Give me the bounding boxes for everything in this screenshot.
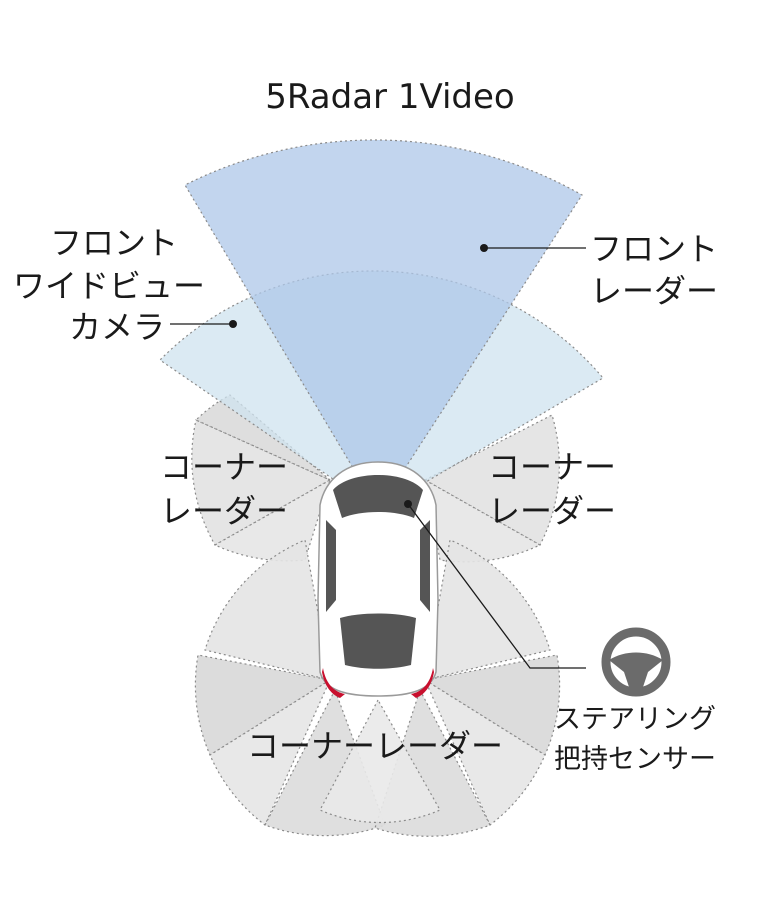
svg-text:フロント: フロント (590, 230, 718, 268)
corner-zone-rear-center (319, 698, 441, 824)
corner-zone-front-right (423, 414, 560, 546)
svg-text:フロント: フロント (50, 224, 178, 262)
label-front-radar: フロント レーダー (590, 230, 718, 310)
diagram-title: 5Radar 1Video (265, 77, 514, 117)
svg-text:レーダー: レーダー (488, 492, 616, 530)
corner-zone-rear-left-c (209, 678, 332, 826)
svg-text:ワイドビュー: ワイドビュー (13, 267, 205, 305)
leader-steering-sensor (407, 503, 586, 669)
car-left-windows (326, 520, 336, 612)
svg-text:レーダー: レーダー (160, 492, 288, 530)
corner-zone-rear-right-c (423, 678, 546, 826)
svg-text:カメラ: カメラ (69, 308, 165, 346)
car-tail-light-left (322, 668, 345, 698)
svg-text:レーダー: レーダー (590, 272, 718, 310)
label-front-camera: フロント ワイドビュー カメラ (13, 224, 205, 346)
label-corner-radar-rear: コーナーレーダー (247, 727, 503, 765)
steering-wheel-icon (601, 627, 671, 697)
svg-text:コーナー: コーナー (160, 448, 288, 486)
car-rear-window (340, 613, 416, 669)
car-tail-light-right (411, 668, 434, 698)
front-radar-sector (184, 139, 583, 512)
label-corner-radar-right: コーナー レーダー (488, 448, 616, 530)
corner-zone-front-left-side (213, 478, 332, 562)
car-windshield (333, 475, 423, 518)
corner-zone-front-left (191, 419, 332, 546)
svg-text:ステアリング: ステアリング (554, 704, 716, 735)
svg-text:把持センサー: 把持センサー (554, 744, 716, 775)
corner-zone-rear-right-b (423, 654, 561, 756)
car-right-windows (420, 520, 430, 612)
label-steering-sensor: ステアリング 把持センサー (554, 704, 716, 775)
corner-zone-rear-left-b (194, 654, 332, 756)
corner-zone-rear-left (204, 539, 331, 681)
label-corner-radar-left: コーナー レーダー (160, 448, 288, 530)
svg-text:コーナー: コーナー (488, 448, 616, 486)
car-icon (317, 461, 439, 698)
leader-lines (170, 244, 586, 669)
